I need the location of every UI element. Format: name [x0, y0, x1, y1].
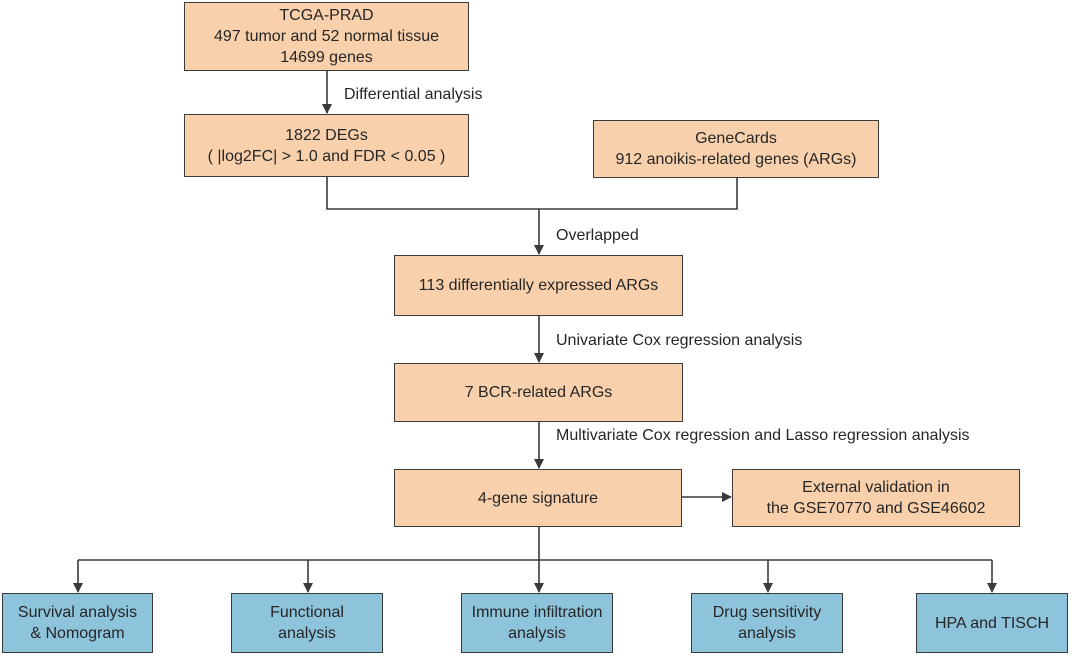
gene-signature-box: 4-gene signature [394, 469, 682, 527]
multivariate-line-2: Lasso regression analysis [785, 427, 970, 444]
bcr-args-line-1: 7 BCR-related ARGs [464, 384, 613, 401]
differential-line-1: Differential analysis [344, 86, 483, 103]
degs-box: 1822 DEGs ( |log2FC| > 1.0 and FDR < 0.0… [184, 114, 469, 177]
hpa-line-1: HPA and TISCH [934, 614, 1050, 632]
survival-analysis-box: Survival analysis & Nomogram [2, 593, 153, 653]
multivariate-line-1: Multivariate Cox regression and [556, 427, 781, 444]
genecards-line-2: 912 anoikis-related genes (ARGs) [615, 151, 857, 168]
tcga-prad-box: TCGA-PRAD 497 tumor and 52 normal tissue… [184, 2, 469, 71]
connector-degs-merge [326, 177, 539, 210]
label-differential-analysis: Differential analysis [344, 84, 482, 105]
survival-line-1: Survival analysis [17, 604, 138, 621]
functional-line-1: Functional [270, 604, 344, 621]
functional-line-2: analysis [278, 625, 336, 642]
genecards-box: GeneCards 912 anoikis-related genes (ARG… [593, 120, 879, 178]
genecards-line-1: GeneCards [695, 130, 777, 147]
drug-line-2: analysis [738, 625, 796, 642]
differential-args-box: 113 differentially expressed ARGs [394, 255, 683, 316]
diff-args-line-1: 113 differentially expressed ARGs [418, 277, 659, 294]
tcga-line-2: 497 tumor and 52 normal tissue [213, 28, 439, 45]
label-overlapped: Overlapped [556, 225, 639, 246]
hpa-tisch-box: HPA and TISCH [916, 593, 1068, 653]
tcga-line-3: 14699 genes [280, 49, 373, 66]
label-multivariate-cox: Multivariate Cox regression and Lasso re… [556, 425, 970, 446]
validation-line-2: the GSE70770 and GSE46602 [766, 500, 986, 517]
immune-line-2: analysis [508, 625, 566, 642]
bcr-args-box: 7 BCR-related ARGs [394, 363, 683, 422]
label-univariate-cox: Univariate Cox regression analysis [556, 330, 802, 351]
tcga-line-1: TCGA-PRAD [279, 7, 374, 24]
overlapped-line-1: Overlapped [556, 227, 639, 244]
external-validation-box: External validation in the GSE70770 and … [732, 469, 1020, 527]
survival-line-2: & Nomogram [30, 625, 125, 642]
connector-genecards-merge [539, 178, 738, 210]
degs-line-2: ( |log2FC| > 1.0 and FDR < 0.05 ) [207, 147, 446, 165]
degs-line-1: 1822 DEGs [285, 126, 368, 144]
validation-line-1: External validation in [802, 479, 950, 496]
drug-sensitivity-box: Drug sensitivity analysis [691, 593, 843, 653]
immune-infiltration-box: Immune infiltration analysis [461, 593, 613, 653]
functional-analysis-box: Functional analysis [231, 593, 383, 653]
immune-line-1: Immune infiltration [471, 604, 603, 621]
univariate-line-1: Univariate Cox regression analysis [556, 332, 803, 349]
signature-line-1: 4-gene signature [477, 489, 599, 507]
drug-line-1: Drug sensitivity [712, 604, 822, 621]
